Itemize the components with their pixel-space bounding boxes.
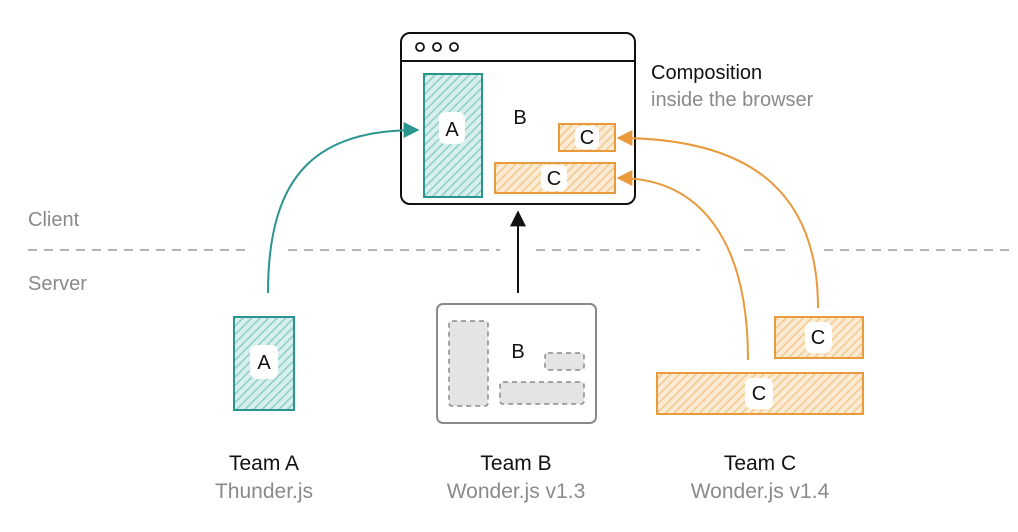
server-fragment-a: A bbox=[233, 316, 295, 411]
team-a-tech: Thunder.js bbox=[215, 480, 313, 503]
server-zone-label: Server bbox=[28, 273, 87, 295]
composition-title: Composition bbox=[651, 62, 762, 84]
window-dot-icon bbox=[449, 42, 459, 52]
window-dot-icon bbox=[415, 42, 425, 52]
browser-fragment-c-small: C bbox=[558, 123, 616, 152]
server-fragment-c-wide-label: C bbox=[752, 383, 766, 405]
page-b-placeholder-slot bbox=[448, 320, 489, 407]
team-c-wide-arrow bbox=[616, 170, 749, 361]
team-c-name: Team C bbox=[724, 452, 796, 475]
team-c-small-arrow bbox=[616, 130, 819, 309]
composition-subtitle: inside the browser bbox=[651, 89, 814, 111]
browser-fragment-c-wide-label: C bbox=[547, 168, 561, 190]
server-fragment-c-wide: C bbox=[656, 372, 864, 415]
client-zone-label: Client bbox=[28, 209, 80, 231]
server-page-b: B bbox=[436, 303, 597, 424]
server-fragment-c-small: C bbox=[774, 316, 864, 359]
browser-page-b-label: B bbox=[513, 107, 526, 129]
server-fragment-a-label: A bbox=[257, 352, 271, 374]
server-fragment-c-small-label: C bbox=[811, 327, 825, 349]
team-a-arrow bbox=[267, 122, 420, 294]
team-b-name: Team B bbox=[480, 452, 551, 475]
browser-fragment-a: A bbox=[423, 73, 483, 198]
browser-fragment-a-label: A bbox=[445, 119, 459, 141]
page-b-placeholder-slot bbox=[544, 352, 585, 371]
window-dot-icon bbox=[432, 42, 442, 52]
team-b-tech: Wonder.js v1.3 bbox=[447, 480, 586, 503]
page-b-placeholder-slot bbox=[499, 381, 585, 405]
browser-fragment-c-small-label: C bbox=[580, 127, 594, 149]
server-page-b-label: B bbox=[511, 341, 524, 363]
team-a-name: Team A bbox=[229, 452, 299, 475]
team-c-tech: Wonder.js v1.4 bbox=[691, 480, 830, 503]
browser-fragment-c-wide: C bbox=[494, 162, 616, 194]
